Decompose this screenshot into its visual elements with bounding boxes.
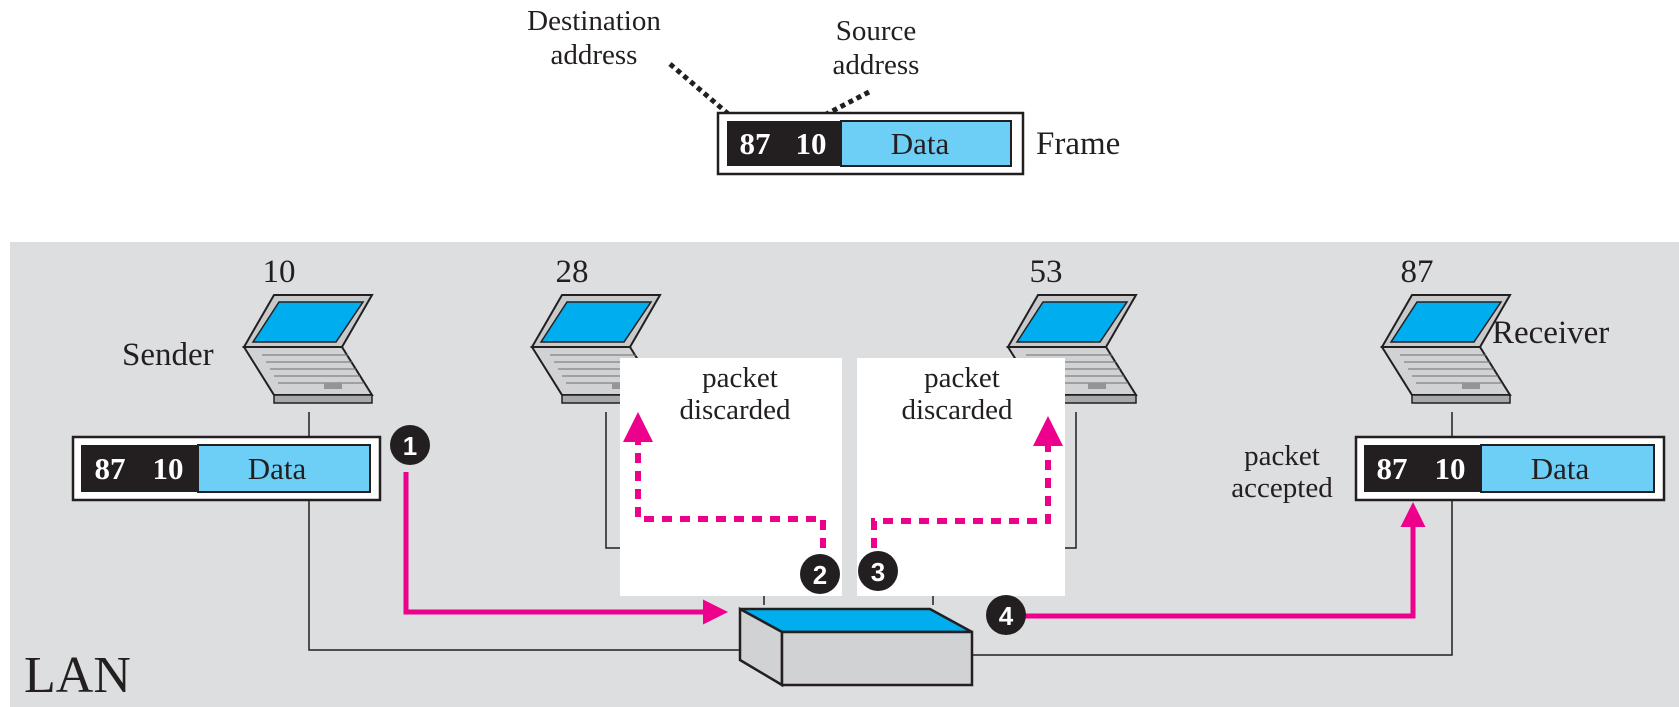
svg-text:2: 2 <box>813 560 827 590</box>
frame-legend: Destination address Source address 87 10… <box>527 5 1120 176</box>
arrow-step-4 <box>1012 502 1426 619</box>
source-address-label-line1: Source <box>836 15 917 47</box>
receiver-frame-src: 10 <box>1435 451 1466 486</box>
frame-dest-field: 87 <box>740 126 771 161</box>
step-badge-3: 3 <box>858 551 898 591</box>
station-address-53: 53 <box>1030 254 1063 290</box>
station-28: 28 <box>531 254 661 404</box>
step-badge-4: 4 <box>986 595 1026 635</box>
step-badge-2: 2 <box>800 554 840 594</box>
svg-text:4: 4 <box>999 601 1014 631</box>
receiver-frame-dest: 87 <box>1377 451 1408 486</box>
svg-text:1: 1 <box>403 431 417 461</box>
destination-address-label-line1: Destination <box>527 5 661 37</box>
discard-box-right <box>857 358 1065 596</box>
discard-note-left-line2: discarded <box>679 394 791 426</box>
discard-note-right-line2: discarded <box>901 394 1013 426</box>
station-role-receiver: Receiver <box>1492 315 1609 351</box>
accepted-note-line2: accepted <box>1231 472 1333 504</box>
station-87: 87 Receiver <box>1381 254 1609 404</box>
arrow-step-1 <box>403 472 728 625</box>
station-53: 53 <box>1007 254 1137 404</box>
sender-frame-data: Data <box>248 451 307 486</box>
sender-frame-dest: 87 <box>95 451 126 486</box>
frame-data-field: Data <box>891 126 950 161</box>
frame-label: Frame <box>1036 126 1120 162</box>
accepted-note-line1: packet <box>1244 440 1320 472</box>
discard-note-left-line1: packet <box>702 362 778 394</box>
frame-diagram: 87 10 Data <box>716 111 1025 176</box>
sender-frame: 87 10 Data <box>71 435 382 502</box>
frame-src-field: 10 <box>796 126 827 161</box>
lan-label: LAN <box>24 647 131 704</box>
step-badge-1: 1 <box>390 425 430 465</box>
arrow-step-2 <box>623 412 826 548</box>
station-address-87: 87 <box>1401 254 1434 290</box>
arrow-step-3 <box>871 416 1063 548</box>
station-10: 10 Sender <box>122 254 373 404</box>
receiver-frame: 87 10 Data <box>1354 435 1666 502</box>
destination-address-label-line2: address <box>551 39 638 71</box>
station-address-10: 10 <box>263 254 296 290</box>
station-address-28: 28 <box>556 254 589 290</box>
svg-text:3: 3 <box>871 557 885 587</box>
hub-icon <box>738 606 974 688</box>
discard-note-right-line1: packet <box>924 362 1000 394</box>
source-address-label-line2: address <box>833 49 920 81</box>
discard-box-left <box>620 358 842 596</box>
station-role-sender: Sender <box>122 337 214 373</box>
destination-pointer <box>668 62 735 120</box>
source-pointer <box>813 89 871 123</box>
receiver-frame-data: Data <box>1531 451 1590 486</box>
flow-arrows <box>403 412 1426 625</box>
sender-frame-src: 10 <box>153 451 184 486</box>
